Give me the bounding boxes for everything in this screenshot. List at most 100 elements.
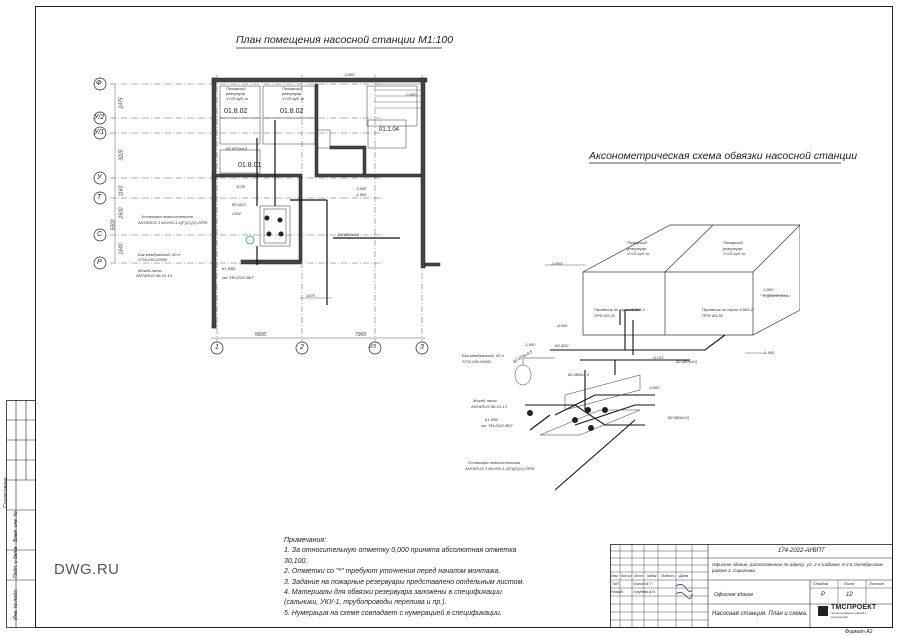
plan-pipe-small: В2 Ø32 (232, 202, 246, 207)
plan-tank-membrane: Бак мембранный, 50 л (138, 252, 180, 257)
axo-jockey: Жокей-насос (473, 398, 498, 403)
plan-pump-unit: Установка повысительная (141, 214, 193, 219)
axo-level-6: -3,900 (648, 385, 660, 390)
axo-tank-membrane: Бак мембранный, 50 л (462, 353, 504, 358)
notes-block: Примечания: 1. За относительную отметку … (284, 536, 584, 619)
plan-title-underline (236, 47, 442, 49)
axo-suction-1: Приемник по серии 5.903-2 (594, 307, 645, 312)
room-4: 01.1.04 (379, 127, 400, 133)
room-1: 01.8.02 (224, 108, 248, 115)
dim-inner-2: 3235 (236, 184, 245, 189)
axo-title: Аксонометрическая схема обвязки насосной… (589, 150, 858, 162)
dim-bottom-1: 5600 (255, 332, 267, 338)
strip-agreed: Согласовано (3, 477, 9, 509)
stamp-h3: Лист (634, 574, 644, 578)
plan-level-1: -3,900 (343, 72, 355, 77)
dim-left-6: 1640 (118, 243, 125, 255)
note-line-7: 5. Нумерация на схеме совпадает с нумера… (284, 609, 502, 617)
plan-pipe-b2: В2 Ø76х4,5 (226, 146, 248, 151)
axo-pipe-d: В2 Ø32 (555, 343, 569, 348)
plan-ref: см. ТМ-2022-ВКТ (222, 275, 254, 280)
note-line-1: 1. За относительную отметку 0,000 принят… (284, 547, 517, 555)
axo-level-3: -4,500 (556, 323, 568, 328)
stamp-h1: Изм. (611, 574, 619, 578)
stamp-h5: Подпись (661, 574, 675, 578)
strip-inv: Инв. № подл. (13, 588, 19, 620)
plan-jockey-code: ANTARUS MLV3-13 (136, 273, 172, 278)
watermark: DWG.RU (54, 561, 120, 578)
dim-left-1: 2475 (118, 97, 125, 109)
axo-drain-ref: см. ТМ-2022-ВКТ (481, 423, 513, 428)
axis-col-2: 2 (300, 344, 304, 351)
axis-row-6: С (97, 231, 103, 238)
plan-drain: К1 Ø50 (222, 266, 236, 271)
company-logo-icon (818, 606, 828, 616)
axo-level-7: -1,950 (763, 350, 775, 355)
dim-left-3: 1160 (118, 185, 125, 197)
axis-row-5: Т (97, 194, 102, 201)
axo-level-4: -1,950 (524, 342, 536, 347)
axo-pump-unit: Установка повысительная (468, 460, 520, 465)
left-strip (6, 400, 36, 628)
plan-jockey: Жокей-насос (138, 268, 163, 273)
axis-row-1: Ф (96, 80, 102, 87)
stamp-drawing-title: Насосная станция. План и схема. (712, 611, 808, 617)
plan-drawing (93, 75, 441, 355)
title-block (610, 544, 893, 628)
stamp-h2: Кол.уч. (621, 574, 633, 578)
note-line-6: (сальники, УКУ-1, трубопроводы перелива … (284, 599, 447, 607)
axo-level-1: -0,950 (551, 261, 563, 266)
stamp-role-1: ГИП (612, 582, 619, 586)
stamp-sheet: 12 (846, 592, 853, 598)
axis-row-4: У (97, 174, 102, 181)
axo-level-5: -4,120 (652, 355, 664, 360)
sheet-frame (35, 6, 893, 628)
stamp-h4: №док. (647, 574, 658, 578)
note-line-4: 3. Задание на пожарные резервуары предст… (284, 578, 525, 586)
axo-jockey-code: ANTARUS MLV3-13 (471, 404, 507, 409)
plan-level-3: -3,650 (355, 186, 367, 191)
axo-pump-unit-code: ANTARUS 3 MLV65-3-2(F)(C)(X)-SPRI (465, 466, 535, 471)
dim-left-5: 5500 (110, 219, 117, 231)
axis-row-7: Р (97, 259, 102, 266)
axo-suction-2b: ПРФ Ø1,36 (702, 313, 723, 318)
dim-bottom-2: 7900 (355, 332, 367, 338)
stamp-sheet-label: Лист (844, 581, 855, 586)
stamp-sheets-label: Листов (869, 581, 884, 586)
stamp-stage: Р (821, 592, 826, 598)
axis-col-1: 1 (215, 344, 219, 351)
stamp-h6: Дата (679, 574, 689, 578)
stamp-address: Офисное здание, расположенное по адресу:… (712, 562, 883, 573)
axo-pipe-b: В2 Ø89х4,5 (568, 372, 590, 377)
plan-level-2: -3,950 (405, 92, 417, 97)
company-name: ТМСПРОЕКТ (831, 604, 877, 611)
strip-sign-date: Подп. и дата (13, 546, 19, 578)
plan-tank-membrane-code: STW-050-00000 (138, 257, 168, 262)
plan-pipe-main: В2 Ø89х4,5 (338, 232, 360, 237)
note-line-2: 30,100. (284, 557, 308, 565)
axo-level-note: в уровне воды (763, 293, 790, 298)
axo-pipe-e: В2 Ø89х4,5 (668, 415, 690, 420)
axo-tank-membrane-code: STW-050-00000 (462, 359, 492, 364)
dim-left-4: 2500 (118, 207, 125, 219)
stamp-name-1: Гринин М. Г. (633, 582, 653, 586)
axo-level-2: -2,800 (762, 287, 774, 292)
stamp-format: Формат А2 (845, 629, 873, 635)
axis-row-2: У/2 (94, 114, 105, 121)
axis-col-3: 2/3 (369, 344, 376, 350)
notes-heading: Примечания: (284, 537, 327, 544)
room-3: 01.8.01 (238, 162, 262, 169)
axo-suction-2: Приемник по серии 5.903-2 (702, 307, 753, 312)
stamp-stage-label: Стадия (813, 581, 828, 586)
plan-title: План помещения насосной станции М1:100 (236, 34, 454, 46)
note-line-3: 2. Отметки со "*" требуют уточнения пере… (284, 568, 501, 576)
axo-title-underline (589, 162, 841, 164)
axis-row-3: У/1 (94, 129, 105, 136)
stamp-name-2: Голубева А.Н. (633, 590, 656, 594)
axis-col-4: 3 (420, 344, 424, 351)
dim-left-2: 3225 (118, 149, 125, 161)
stamp-code: 174-2022-АУВПТ (778, 548, 825, 554)
room-2: 01.8.02 (280, 108, 304, 115)
